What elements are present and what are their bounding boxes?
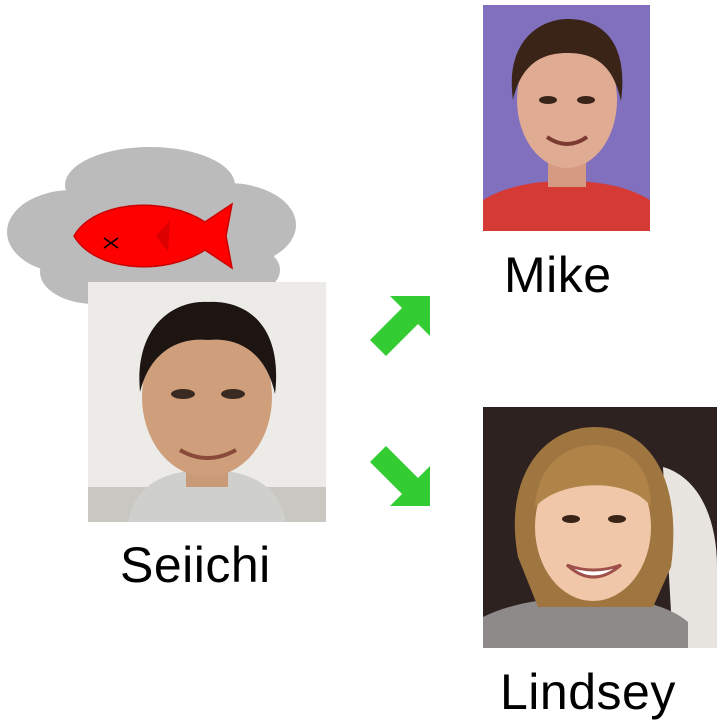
name-label-seiichi: Seiichi bbox=[120, 537, 271, 593]
arrow-up-right-icon bbox=[370, 296, 430, 356]
name-label-lindsey: Lindsey bbox=[500, 664, 676, 720]
lindsey-photo bbox=[483, 407, 717, 648]
mike-photo bbox=[483, 5, 650, 231]
name-label-mike: Mike bbox=[504, 247, 612, 303]
arrow-down-right-icon bbox=[370, 446, 430, 506]
seiichi-photo bbox=[88, 282, 326, 522]
dead-fish-icon bbox=[73, 202, 234, 270]
